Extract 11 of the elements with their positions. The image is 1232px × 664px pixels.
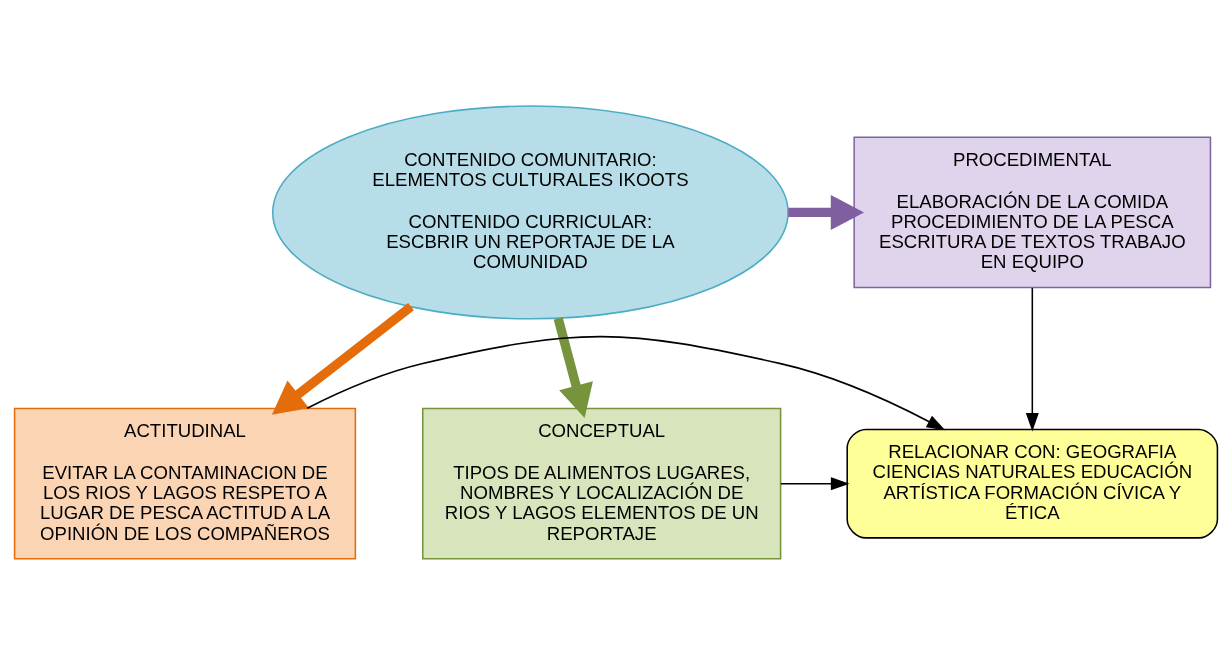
node-box: PROCEDIMENTAL ELABORACIÓN DE LA COMIDA PROCEDIMIENTO DE LA PESCA ESCRITURA DE TEXTOS TRABAJO EN EQUIPO (853, 136, 1212, 288)
node-box: RELACIONAR CON: GEOGRAFIA CIENCIAS NATURALES EDUCACIÓN ARTÍSTICA FORMACIÓN CÍVICA Y ÉTICA (846, 428, 1219, 539)
arrow (780, 476, 850, 490)
node-ellipse: CONTENIDO COMUNITARIO: ELEMENTOS CULTURALES IKOOTS CONTENIDO CURRICULAR: ESCBRIR UN REPORTAJE DE LA COMUNIDAD (271, 104, 789, 320)
node-box: CONCEPTUAL TIPOS DE ALIMENTOS LUGARES, NOMBRES Y LOCALIZACIÓN DE RIOS Y LAGOS ELEMENTOS DE UN REPORTAJE (421, 407, 782, 560)
arrow (1025, 286, 1039, 432)
arrow (788, 194, 864, 230)
arrow (553, 316, 593, 418)
arrow (306, 335, 946, 430)
arrow (271, 302, 414, 415)
node-box: ACTITUDINAL EVITAR LA CONTAMINACION DE LOS RIOS Y LAGOS RESPETO A LUGAR DE PESCA ACTITUD A LA OPINIÓN DE LOS COMPAÑEROS (13, 407, 357, 560)
